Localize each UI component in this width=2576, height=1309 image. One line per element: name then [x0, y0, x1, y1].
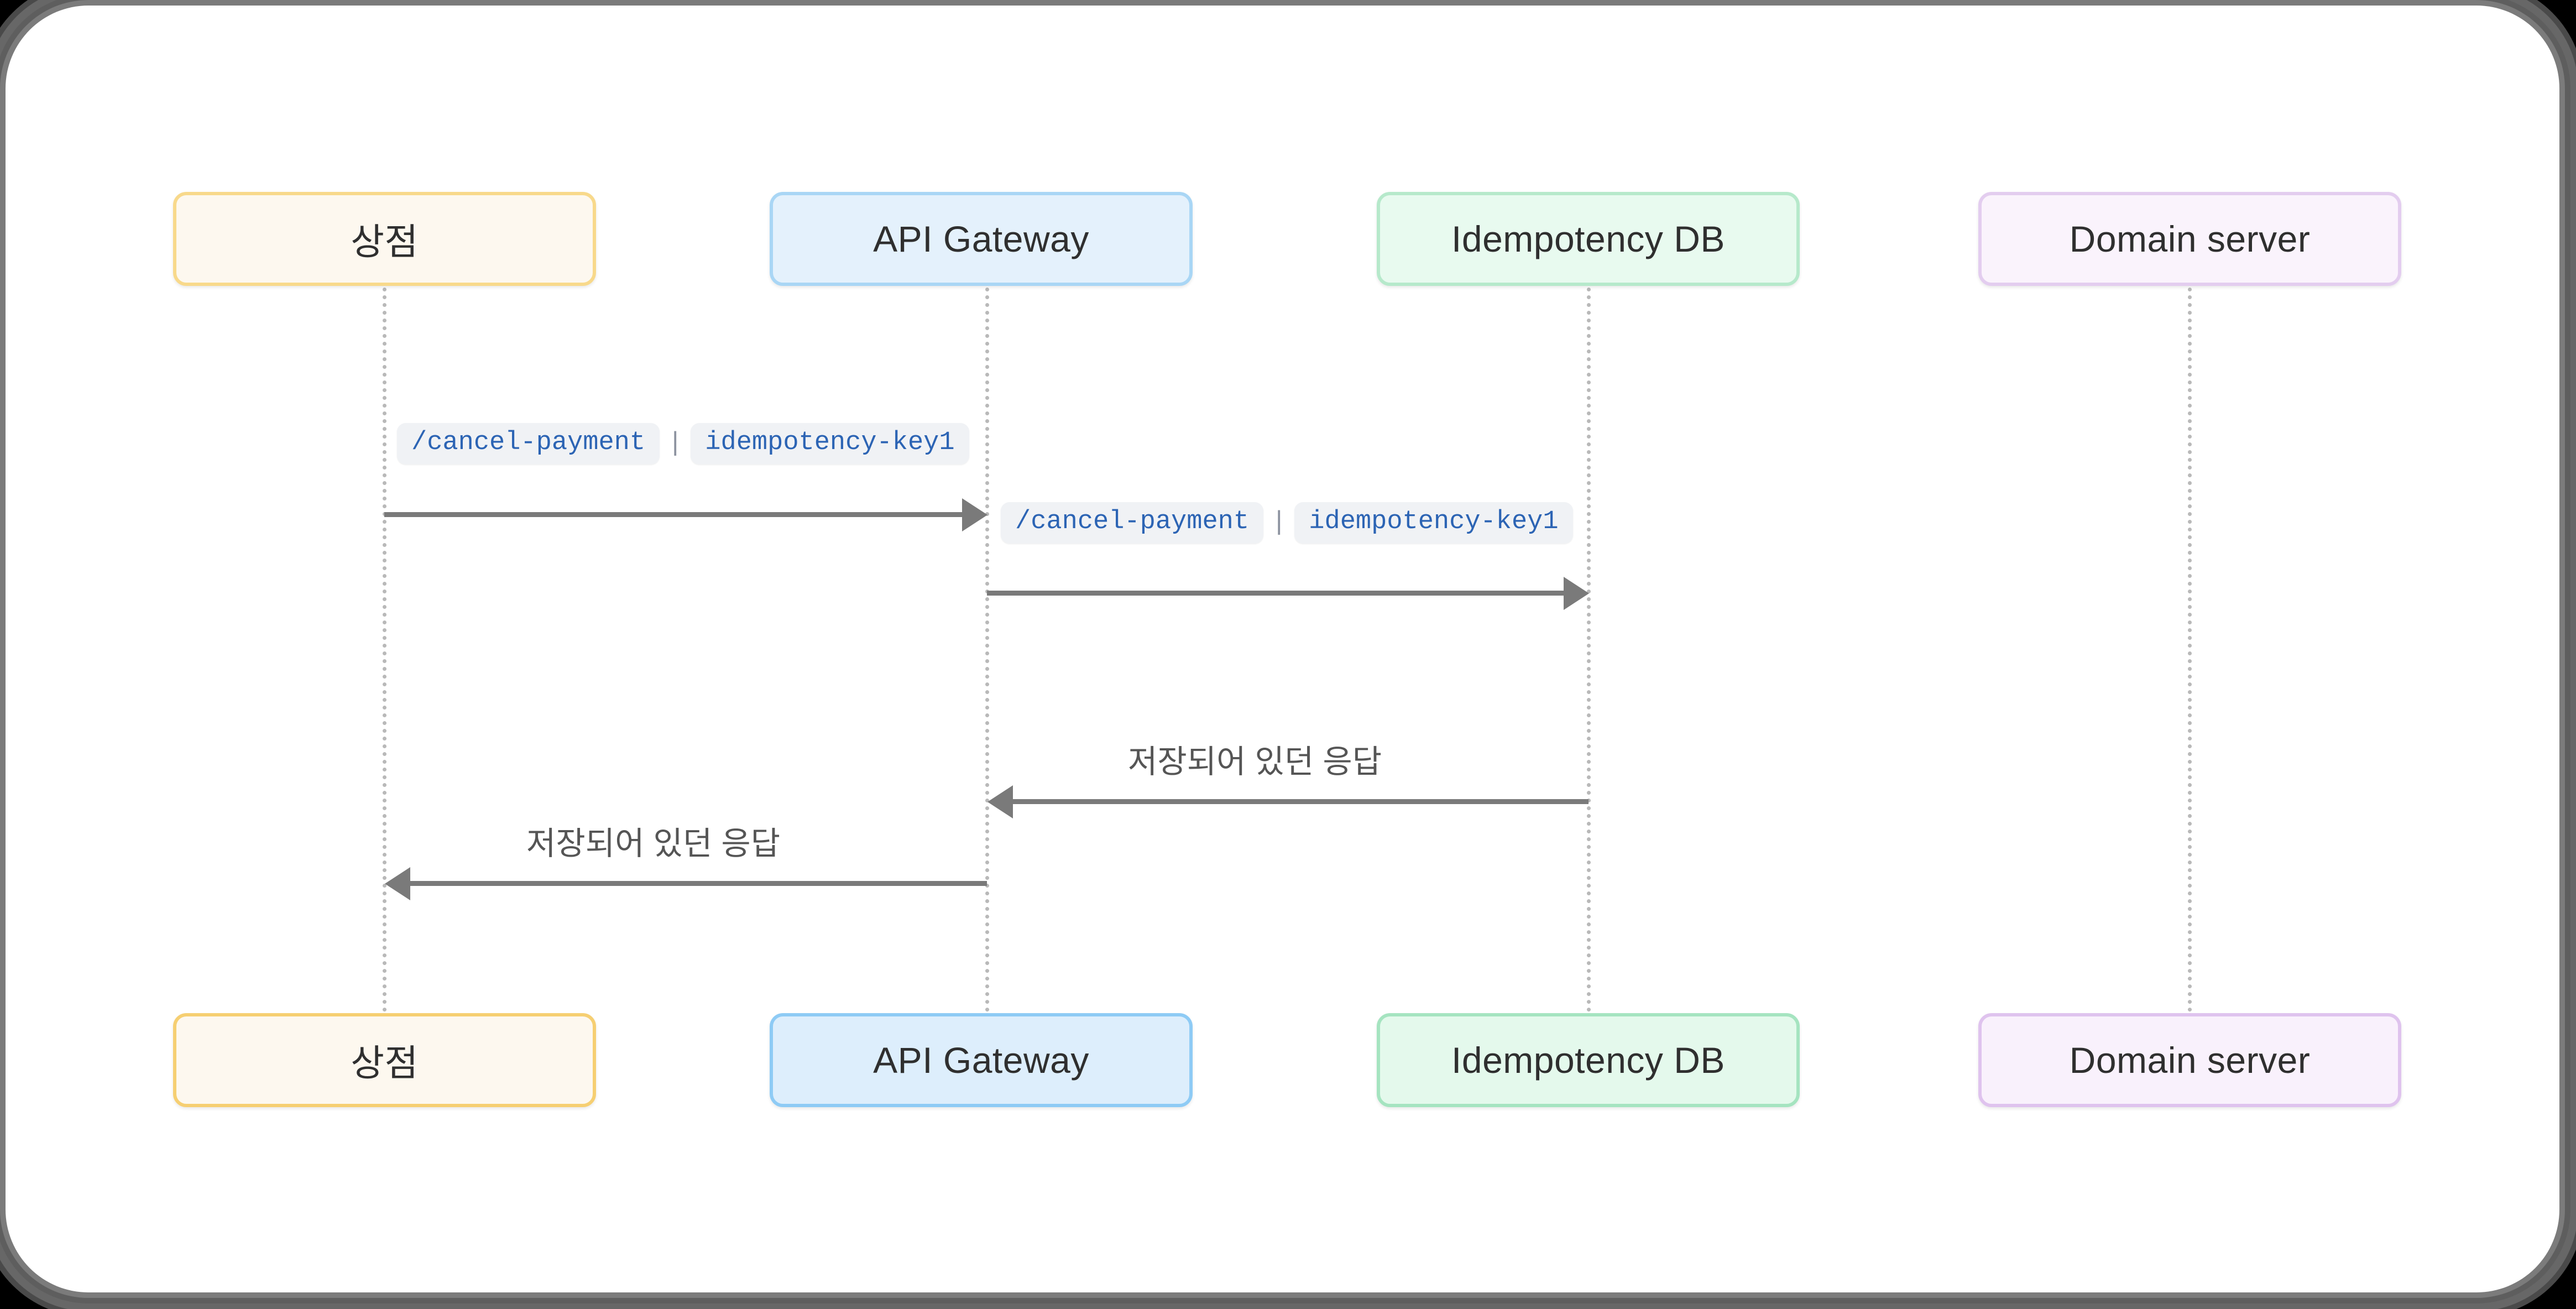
- participant-api-gateway-top-label: API Gateway: [873, 218, 1089, 259]
- participant-api-gateway-bottom[interactable]: API Gateway: [770, 1013, 1193, 1107]
- participant-shop-bottom-label: 상점: [351, 1042, 419, 1083]
- participant-idempotency-db-top[interactable]: Idempotency DB: [1377, 192, 1800, 286]
- lifeline-api-gateway: [985, 288, 989, 1012]
- message-4-arrowhead-icon: [385, 867, 410, 900]
- message-1-separator: |: [667, 429, 683, 458]
- message-1-label: /cancel-payment | idempotency-key1: [397, 423, 969, 465]
- message-3-label: 저장되어 있던 응답: [1128, 744, 1382, 780]
- message-3-arrowhead-icon: [987, 785, 1013, 818]
- message-4-line: [410, 881, 987, 886]
- message-1-code-key: idempotency-key1: [691, 423, 969, 465]
- message-3-line: [1013, 799, 1589, 804]
- message-2-separator: |: [1271, 508, 1287, 538]
- participant-api-gateway-top[interactable]: API Gateway: [770, 192, 1193, 286]
- participant-idempotency-db-bottom[interactable]: Idempotency DB: [1377, 1013, 1800, 1107]
- message-1-line: [384, 512, 964, 517]
- participant-shop-top-label: 상점: [351, 221, 419, 262]
- participant-api-gateway-bottom-label: API Gateway: [873, 1040, 1089, 1081]
- participant-shop-top[interactable]: 상점: [173, 192, 596, 286]
- lifeline-shop: [383, 288, 386, 1012]
- participant-idempotency-db-top-label: Idempotency DB: [1451, 218, 1725, 259]
- message-4-label: 저장되어 있던 응답: [526, 826, 781, 862]
- message-2-line: [987, 591, 1565, 596]
- message-2-label: /cancel-payment | idempotency-key1: [1001, 502, 1573, 544]
- participant-domain-server-bottom[interactable]: Domain server: [1978, 1013, 2401, 1107]
- lifeline-domain-server: [2188, 288, 2192, 1012]
- message-2-code-key: idempotency-key1: [1294, 502, 1573, 544]
- participant-domain-server-top[interactable]: Domain server: [1978, 192, 2401, 286]
- participant-idempotency-db-bottom-label: Idempotency DB: [1451, 1040, 1725, 1081]
- message-1-code-path: /cancel-payment: [397, 423, 660, 465]
- lifeline-idempotency-db: [1587, 288, 1591, 1012]
- participant-domain-server-bottom-label: Domain server: [2069, 1040, 2311, 1081]
- message-2-arrowhead-icon: [1564, 577, 1589, 610]
- participant-domain-server-top-label: Domain server: [2069, 218, 2311, 259]
- message-1-arrowhead-icon: [962, 498, 987, 531]
- participant-shop-bottom[interactable]: 상점: [173, 1013, 596, 1107]
- message-2-code-path: /cancel-payment: [1001, 502, 1264, 544]
